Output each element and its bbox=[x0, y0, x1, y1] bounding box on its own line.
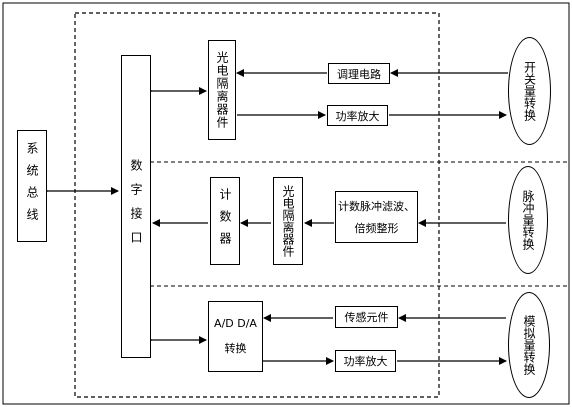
top-amplifier-label: 功率放大 bbox=[335, 109, 380, 123]
converter-label-line2: 转换 bbox=[224, 342, 247, 355]
bottom-amplifier-label: 功率放大 bbox=[343, 355, 388, 368]
top-amplifier-box: 功率放大 bbox=[327, 105, 388, 126]
system-bus-label: 系统总线 bbox=[25, 142, 39, 230]
middle-optocoupler-box: 光电隔离器件 bbox=[273, 177, 303, 265]
pulse-conversion-ellipse: 脉冲量转换 bbox=[508, 166, 548, 274]
shaping-label-line2: 倍频整形 bbox=[354, 222, 399, 235]
analog-conversion-label: 模拟量转换 bbox=[522, 315, 536, 375]
top-optocoupler-label: 光电隔离器件 bbox=[215, 51, 229, 129]
pulse-conversion-label: 脉冲量转换 bbox=[521, 190, 535, 250]
sensor-box: 传感元件 bbox=[335, 306, 398, 328]
system-bus-box: 系统总线 bbox=[17, 130, 47, 242]
counter-label: 计数器 bbox=[218, 188, 232, 254]
regulator-label: 调理电路 bbox=[337, 67, 381, 81]
analog-conversion-ellipse: 模拟量转换 bbox=[508, 292, 550, 398]
shaping-label-line1: 计数脉冲滤波、 bbox=[338, 200, 415, 213]
dashed-container bbox=[74, 12, 440, 398]
top-optocoupler-box: 光电隔离器件 bbox=[208, 40, 236, 140]
shaping-box: 计数脉冲滤波、 倍频整形 bbox=[335, 191, 418, 243]
bottom-amplifier-box: 功率放大 bbox=[335, 350, 396, 372]
digital-interface-label: 数字接口 bbox=[129, 158, 143, 255]
switch-conversion-label: 开关量转换 bbox=[522, 61, 537, 121]
middle-optocoupler-label: 光电隔离器件 bbox=[281, 185, 295, 257]
sensor-label: 传感元件 bbox=[344, 311, 389, 324]
converter-box: A/D D/A 转换 bbox=[208, 301, 263, 372]
converter-label-line1: A/D D/A bbox=[214, 317, 257, 330]
counter-box: 计数器 bbox=[210, 177, 240, 265]
regulator-box: 调理电路 bbox=[328, 63, 390, 84]
switch-conversion-ellipse: 开关量转换 bbox=[508, 37, 551, 145]
digital-interface-box: 数字接口 bbox=[121, 55, 151, 358]
